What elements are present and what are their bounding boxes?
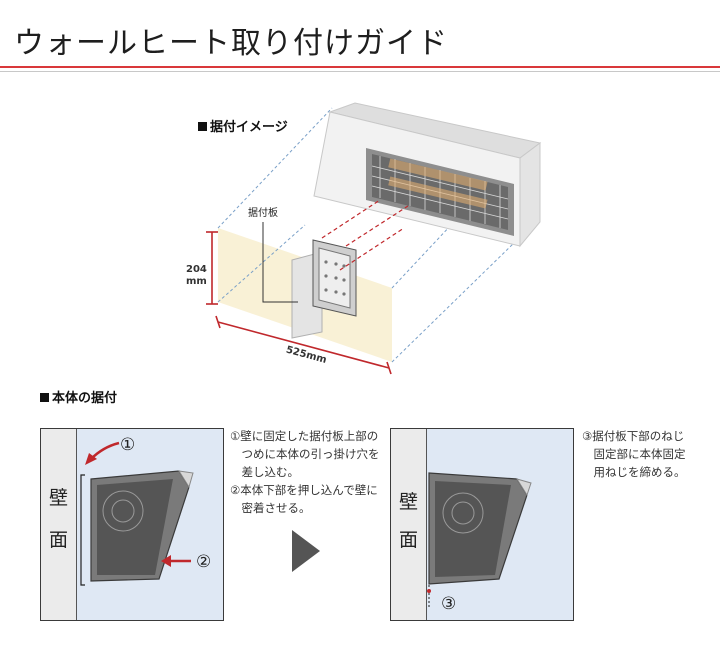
wall-surface: 壁 面 <box>41 429 77 620</box>
mounting-bracket <box>312 239 357 317</box>
wall-char-1: 壁 <box>49 487 69 509</box>
install-image-illustration: 据付板 204 mm 525mm <box>186 102 542 375</box>
square-bullet-icon <box>40 393 49 402</box>
instruction-line: 密着させる。 <box>230 501 311 515</box>
width-value: 525mm <box>285 345 328 366</box>
bracket-label: 据付板 <box>248 206 278 219</box>
width-dimension <box>215 315 392 375</box>
arrow-hook-icon <box>90 441 120 460</box>
step-1-2-panel: 壁 面 ① ② <box>40 428 224 621</box>
step-3-instructions: ③据付板下部のねじ 固定部に本体固定 用ねじを締める。 <box>582 427 686 481</box>
title-underline-gray <box>0 71 720 72</box>
instruction-line: 用ねじを締める。 <box>582 465 686 479</box>
square-bullet-icon <box>198 122 207 131</box>
mount-body-heading: 本体の据付 <box>40 387 117 406</box>
marker-1: ① <box>120 435 135 455</box>
mounting-guide-lines <box>321 199 409 271</box>
instruction-line: 固定部に本体固定 <box>582 447 686 461</box>
wall-char-2: 面 <box>399 529 419 551</box>
height-value: 204 <box>186 264 207 275</box>
page-title: ウォールヒート取り付けガイド <box>14 26 448 61</box>
wall-char-1: 壁 <box>399 491 419 513</box>
bracket-leader-line <box>262 222 298 303</box>
heater-unit <box>313 102 542 248</box>
instruction-line: ①壁に固定した据付板上部の <box>230 429 379 443</box>
height-unit: mm <box>186 276 207 287</box>
instruction-line: ③据付板下部のねじ <box>582 429 685 443</box>
instruction-line: 差し込む。 <box>230 465 299 479</box>
step-1-2-illustration: ① ② <box>80 435 211 586</box>
next-step-arrow-icon <box>292 530 320 572</box>
perspective-lines <box>217 107 516 363</box>
wall-char-2: 面 <box>49 529 69 551</box>
instruction-line: ②本体下部を押し込んで壁に <box>230 483 378 497</box>
instruction-line: つめに本体の引っ掛け穴を <box>230 447 380 461</box>
wall-surface: 壁 面 <box>391 429 427 620</box>
install-image-heading: 据付イメージ <box>198 116 288 135</box>
marker-2: ② <box>196 552 211 572</box>
step-1-2-instructions: ①壁に固定した据付板上部の つめに本体の引っ掛け穴を 差し込む。 ②本体下部を押… <box>230 427 380 517</box>
marker-3: ③ <box>441 594 456 614</box>
step-3-panel: 壁 面 ③ <box>390 428 574 621</box>
title-underline-red <box>0 66 720 68</box>
step-3-illustration: ③ <box>427 472 532 614</box>
height-dimension <box>206 231 218 305</box>
